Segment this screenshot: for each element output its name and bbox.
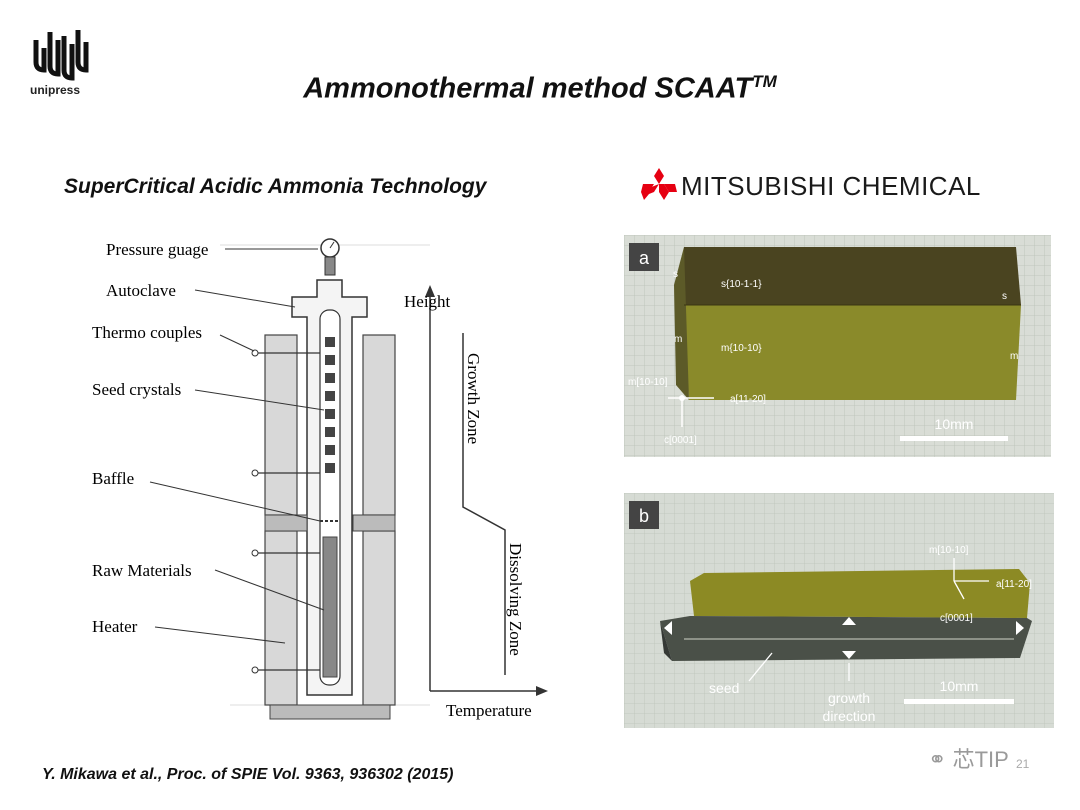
unipress-logo-icon	[33, 30, 89, 81]
crystal-photo-a: a s{10-1-1} s s m m{10-10} m m[10-10] a[…	[624, 235, 1051, 457]
raw-materials	[322, 536, 338, 678]
b-axis-arrows	[748, 558, 989, 682]
panel-b-label: b	[639, 506, 649, 526]
label-height: Height	[404, 292, 451, 311]
label-autoclave: Autoclave	[106, 281, 176, 300]
a-label-c-dir: c[0001]	[664, 435, 697, 446]
b-growth-arrows	[664, 617, 1024, 659]
label-pressure-gauge: Pressure guage	[106, 240, 208, 259]
autoclave-diagram: Pressure guage Autoclave Thermo couples …	[92, 238, 548, 720]
label-heater: Heater	[92, 617, 138, 636]
a-label-s2: s	[1002, 291, 1007, 302]
panel-a-label: a	[639, 248, 650, 268]
title-trademark: TM	[752, 72, 777, 91]
b-label-direction: direction	[823, 708, 876, 724]
a-label-a-dir: a[11-20]	[730, 394, 766, 405]
b-label-a-dir: a[11-20]	[996, 579, 1032, 590]
watermark: ⚭ 芯TIP	[928, 742, 1009, 774]
b-label-seed: seed	[709, 680, 739, 696]
label-seed-crystals: Seed crystals	[92, 380, 181, 399]
page-number: 21	[1016, 757, 1030, 771]
label-baffle: Baffle	[92, 469, 134, 488]
label-growth-zone: Growth Zone	[464, 353, 483, 444]
slide-title: Ammonothermal method SCAATTM	[0, 72, 1080, 106]
b-label-growth: growth	[828, 690, 870, 706]
label-temperature: Temperature	[446, 701, 532, 720]
logo-text: unipress	[30, 83, 81, 97]
citation: Y. Mikawa et al., Proc. of SPIE Vol. 936…	[42, 766, 454, 783]
b-scale-bar	[904, 699, 1014, 704]
a-label-m-dir: m[10-10]	[628, 377, 668, 388]
b-label-m-dir: m[10-10]	[929, 545, 969, 556]
subtitle: SuperCritical Acidic Ammonia Technology	[64, 175, 487, 198]
crystal-photo-b: b m[10-10] a[11-20] c[0001] seed growth …	[624, 493, 1054, 728]
label-raw-materials: Raw Materials	[92, 561, 192, 580]
label-dissolving-zone: Dissolving Zone	[506, 543, 525, 656]
b-label-c-dir: c[0001]	[940, 613, 973, 624]
a-label-s1: s	[673, 269, 678, 280]
a-label-m2: m	[1010, 351, 1018, 362]
a-label-m-plane: m{10-10}	[721, 343, 762, 354]
a-scale-bar	[900, 436, 1008, 441]
brand-name: MITSUBISHI CHEMICAL	[681, 171, 981, 201]
b-scale-text: 10mm	[940, 678, 979, 694]
wechat-icon: ⚭	[928, 747, 947, 772]
a-label-m1: m	[674, 334, 682, 345]
a-scale-text: 10mm	[935, 416, 974, 432]
label-thermo-couples: Thermo couples	[92, 323, 202, 342]
thermocouples	[255, 352, 320, 671]
mitsubishi-diamonds-icon	[641, 168, 677, 200]
a-label-s-plane: s{10-1-1}	[721, 279, 762, 290]
temperature-profile	[462, 333, 506, 675]
watermark-text: 芯TIP	[952, 747, 1009, 772]
seed-crystals	[325, 337, 335, 473]
title-main: Ammonothermal method SCAAT	[303, 72, 753, 105]
